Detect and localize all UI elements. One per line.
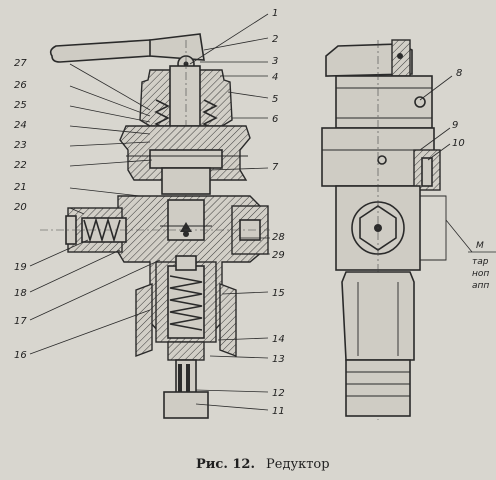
side-view xyxy=(321,39,447,420)
callout-15: 15 xyxy=(272,288,285,299)
callout-24: 24 xyxy=(14,120,27,131)
callout-19: 19 xyxy=(14,262,27,273)
callout-8: 8 xyxy=(456,68,462,79)
callout-26: 26 xyxy=(14,80,27,91)
callout-4: 4 xyxy=(272,72,278,83)
side-lever xyxy=(325,43,413,77)
callout-21: 21 xyxy=(14,182,27,193)
callout-10: 10 xyxy=(452,138,465,149)
side-fitting xyxy=(345,359,411,417)
callout-14: 14 xyxy=(272,334,285,345)
cutoff-line-2: тар xyxy=(472,257,489,267)
stem xyxy=(169,65,201,127)
cutoff-line-4: апп xyxy=(472,281,489,291)
leader-lines xyxy=(29,13,473,411)
callout-12: 12 xyxy=(272,388,285,399)
callout-9: 9 xyxy=(452,120,458,131)
side-nut xyxy=(341,271,415,361)
callout-22: 22 xyxy=(14,160,27,171)
cutoff-line-3: ноп xyxy=(472,269,489,279)
figure-caption: Рис. 12. Редуктор xyxy=(196,457,330,472)
callout-25: 25 xyxy=(14,100,27,111)
callout-29: 29 xyxy=(272,250,285,261)
callout-2: 2 xyxy=(272,34,278,45)
cutoff-line-1: М xyxy=(476,241,484,251)
callout-labels: 1 2 3 4 5 6 7 8 9 10 11 12 13 14 15 16 1… xyxy=(14,8,465,417)
caption-prefix: Рис. 12. xyxy=(196,457,255,472)
callout-13: 13 xyxy=(272,354,285,365)
callout-11: 11 xyxy=(272,406,285,417)
sectional-view xyxy=(40,33,270,419)
cutoff-note: М тар ноп апп xyxy=(468,241,496,291)
caption-title: Редуктор xyxy=(266,457,330,472)
callout-1: 1 xyxy=(272,8,278,19)
callout-6: 6 xyxy=(272,114,278,125)
callout-28: 28 xyxy=(272,232,285,243)
callout-17: 17 xyxy=(14,316,27,327)
callout-18: 18 xyxy=(14,288,27,299)
adjusting-screw xyxy=(167,341,205,361)
callout-20: 20 xyxy=(14,202,27,213)
callout-16: 16 xyxy=(14,350,27,361)
callout-3: 3 xyxy=(272,56,278,67)
callout-5: 5 xyxy=(272,94,278,105)
lower-spring xyxy=(169,275,203,331)
callout-7: 7 xyxy=(272,162,279,173)
callout-27: 27 xyxy=(14,58,27,69)
callout-23: 23 xyxy=(14,140,27,151)
